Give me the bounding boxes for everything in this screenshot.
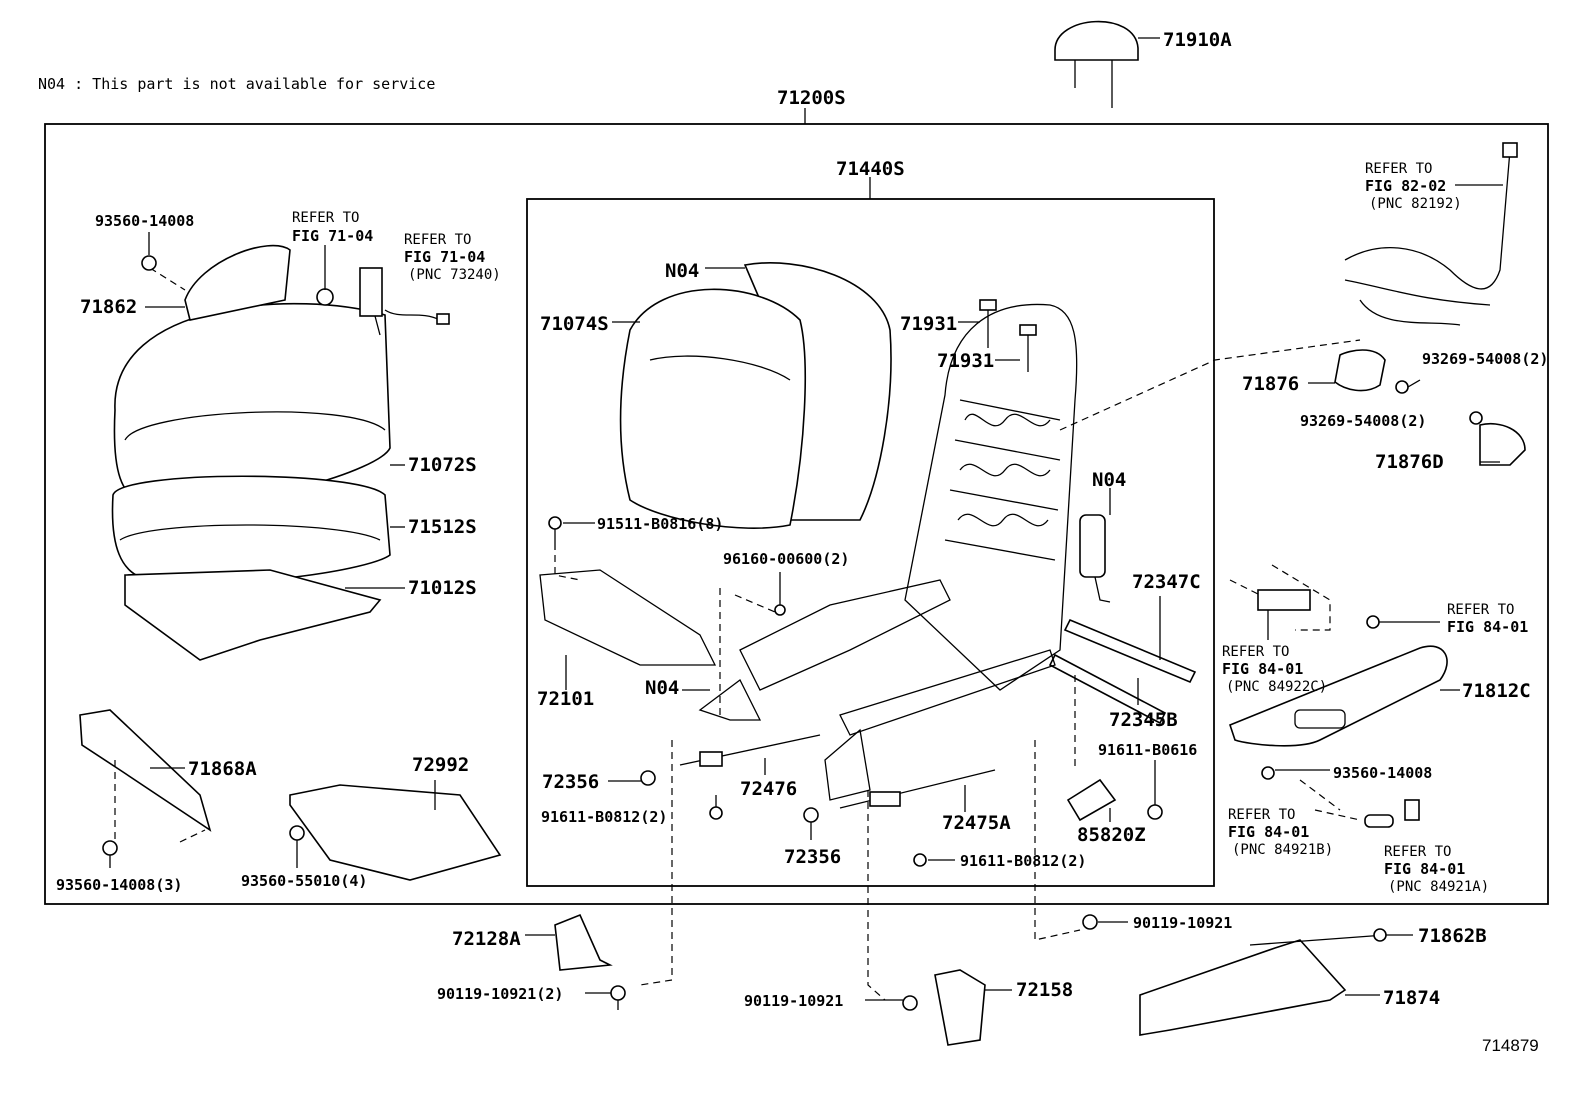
refer-label: FIG 84-01 [1447,618,1528,636]
refer-label: REFER TO [1365,161,1432,177]
part-label-71200S: 71200S [777,87,846,109]
shaft-72476-drawing [608,734,821,986]
refer-label: (PNC 73240) [408,267,501,283]
part-label-72345B: 72345B [1109,709,1178,731]
part-label-N04: N04 [645,677,679,699]
part-label-72356: 72356 [784,846,841,868]
part-label-91611-B0616: 91611-B0616 [1098,741,1197,759]
part-label-72356: 72356 [542,771,599,793]
part-label-93560-14008: 93560-14008(3) [56,876,182,894]
motor-85820Z-drawing [1034,675,1163,941]
part-label-71072S: 71072S [408,454,477,476]
cover-72128A-drawing [525,913,626,1010]
part-label-N04: N04 [665,260,699,282]
part-label-90119-10921: 90119-10921(2) [437,985,563,1003]
part-label-72347C: 72347C [1132,571,1201,593]
part-label-96160-00600: 96160-00600(2) [723,550,849,568]
refer-label: FIG 84-01 [1228,823,1309,841]
part-label-71874: 71874 [1383,987,1440,1009]
part-label-71862B: 71862B [1418,925,1487,947]
switch-cover-71812C-drawing [1229,564,1460,828]
cover-71876-drawing [1308,349,1526,466]
part-label-72992: 72992 [412,754,469,776]
cover-72158-drawing [865,969,1012,1046]
part-label-90119-10921: 90119-10921 [1133,914,1232,932]
part-label-71931: 71931 [937,350,994,372]
seat-track-drawing [539,569,1056,801]
headrest-guides-drawing [958,299,1037,372]
part-label-72476: 72476 [740,778,797,800]
seat-belt-buckle-drawing [316,245,450,336]
refer-label: FIG 84-01 [1222,660,1303,678]
cover-71874-drawing [1139,928,1413,1036]
part-label-72475A: 72475A [942,812,1011,834]
part-label-N04: N04 [1092,469,1126,491]
clip-96160-drawing [719,572,786,720]
shield-71862-drawing [141,232,291,321]
part-label-72158: 72158 [1016,979,1073,1001]
part-label-71876D: 71876D [1375,451,1444,473]
refer-label: FIG 84-01 [1384,860,1465,878]
part-label-71862: 71862 [80,296,137,318]
figure-number: 714879 [1482,1036,1539,1055]
bolt-91511-drawing [548,516,595,581]
refer-label: REFER TO [404,232,471,248]
part-label-93269-54008: 93269-54008(2) [1300,412,1426,430]
refer-label: REFER TO [292,210,359,226]
seatback-frame-drawing [904,303,1361,691]
refer-label: FIG 82-02 [1365,177,1446,195]
refer-label: (PNC 82192) [1369,196,1462,212]
refer-label: FIG 71-04 [404,248,485,266]
refer-label: REFER TO [1222,644,1289,660]
torsion-rods-drawing [1048,596,1197,725]
part-label-71876: 71876 [1242,373,1299,395]
refer-label: REFER TO [1228,807,1295,823]
part-label-71910A: 71910A [1163,29,1232,51]
part-label-72101: 72101 [537,688,594,710]
part-label-71931: 71931 [900,313,957,335]
part-label-71074S: 71074S [540,313,609,335]
bolt-90119-drawing [1082,914,1128,930]
lumbar-pad-drawing [1079,488,1111,603]
refer-label: REFER TO [1384,844,1451,860]
part-label-93560-55010: 93560-55010(4) [241,872,367,890]
trim-71868A-drawing [79,709,212,868]
seatback-cover-drawing [612,262,892,529]
headrest-drawing [1054,20,1160,108]
part-label-90119-10921: 90119-10921 [744,992,843,1010]
seat-cushion-drawing [111,302,405,661]
part-label-93560-14008: 93560-14008 [95,212,194,230]
refer-label: (PNC 84921B) [1232,842,1333,858]
refer-label: FIG 71-04 [292,227,373,245]
part-label-71812C: 71812C [1462,680,1531,702]
part-label-85820Z: 85820Z [1077,824,1146,846]
part-label-91611-B0812: 91611-B0812(2) [541,808,667,826]
part-label-93560-14008: 93560-14008 [1333,764,1432,782]
wire-harness-drawing [1344,142,1518,326]
part-label-93269-54008: 93269-54008(2) [1422,350,1548,368]
part-label-71440S: 71440S [836,158,905,180]
shaft-72475A-drawing [803,769,996,1001]
part-label-91511-B0816: 91511-B0816(8) [597,515,723,533]
part-label-71868A: 71868A [188,758,257,780]
refer-label: REFER TO [1447,602,1514,618]
part-label-71012S: 71012S [408,577,477,599]
refer-label: (PNC 84921A) [1388,879,1489,895]
availability-note: N04 : This part is not available for ser… [38,75,435,93]
refer-label: (PNC 84922C) [1226,679,1327,695]
assembly-frame-71200S [44,123,1549,905]
board-72992-drawing [289,780,502,881]
part-label-72128A: 72128A [452,928,521,950]
part-label-71512S: 71512S [408,516,477,538]
part-label-91611-B0812: 91611-B0812(2) [960,852,1086,870]
